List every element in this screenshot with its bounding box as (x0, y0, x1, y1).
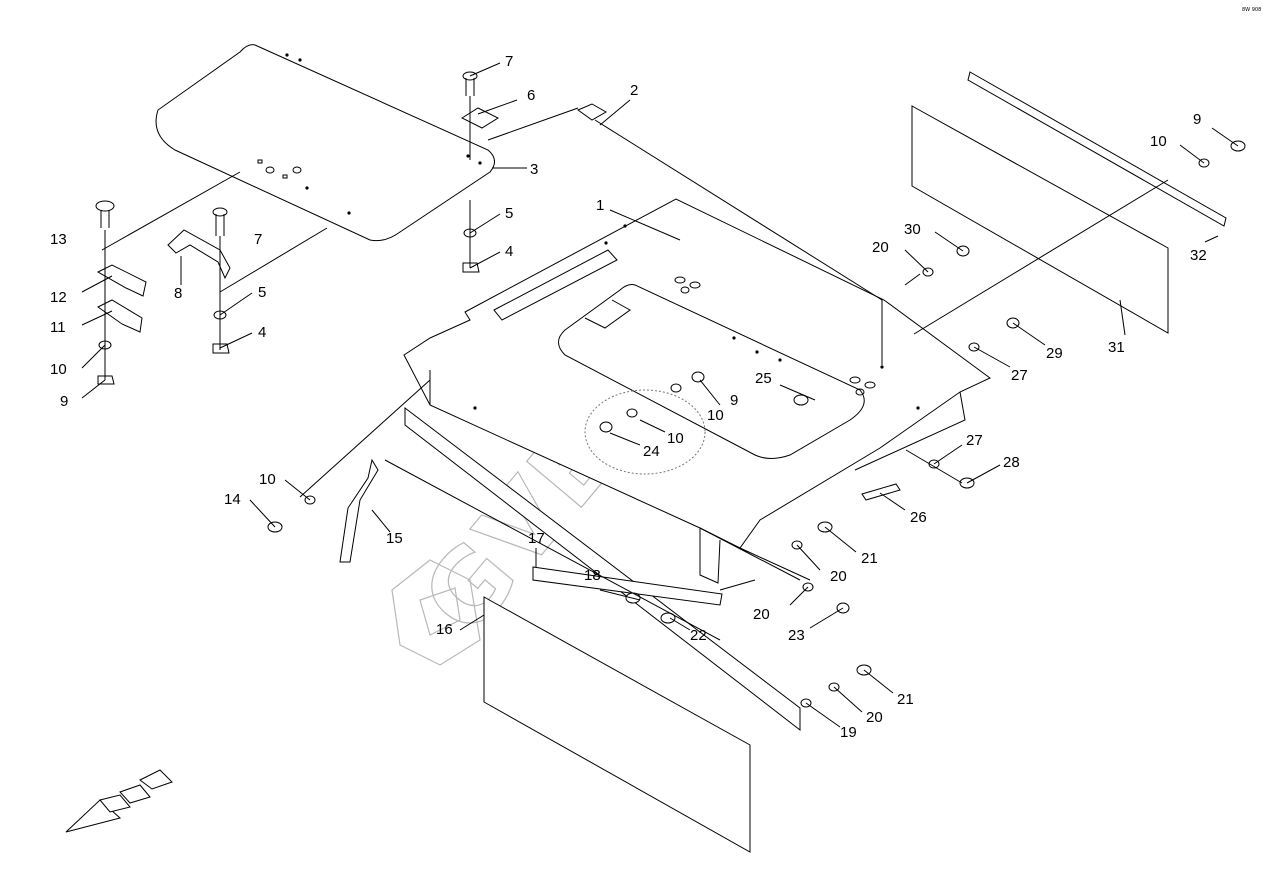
callout-7b: 7 (254, 231, 262, 248)
callout-21b: 21 (897, 691, 914, 708)
callout-10c: 10 (707, 407, 724, 424)
callout-28: 28 (1003, 454, 1020, 471)
callout-32: 32 (1190, 247, 1207, 264)
callout-10e: 10 (1150, 133, 1167, 150)
part-15-bracket (339, 458, 379, 563)
callout-22: 22 (690, 627, 707, 644)
part-31-rear-panel (911, 105, 1169, 334)
fastener-stack-left (97, 340, 115, 385)
callout-5: 5 (505, 205, 513, 222)
callout-8: 8 (174, 285, 182, 302)
callout-20b: 20 (830, 568, 847, 585)
callout-15: 15 (386, 530, 403, 547)
callout-14: 14 (224, 491, 241, 508)
part-17-front-rail (404, 406, 801, 732)
callout-13: 13 (50, 231, 67, 248)
part-32-rear-strip (967, 71, 1227, 227)
highlight-ellipse (584, 389, 706, 475)
part-26-shim (861, 483, 901, 501)
callout-18: 18 (584, 567, 601, 584)
callout-27: 27 (1011, 367, 1028, 384)
part-8-handle (167, 229, 231, 280)
callout-5b: 5 (258, 284, 266, 301)
part-11-latch-plate (97, 299, 143, 333)
callout-labels: 1 2 3 4 4 5 5 6 7 7 8 9 9 9 10 10 10 10 … (50, 53, 1207, 741)
callout-24: 24 (643, 443, 660, 460)
fastener-stack-top (462, 228, 480, 273)
part-12-latch-plate (96, 264, 147, 297)
callout-20d: 20 (866, 709, 883, 726)
part-6-hinge (460, 107, 500, 129)
callout-20: 20 (872, 239, 889, 256)
leader-lines (81, 62, 1239, 728)
callout-10: 10 (50, 361, 67, 378)
callout-7: 7 (505, 53, 513, 70)
part-13-carriage-bolt (95, 200, 115, 228)
callout-23: 23 (788, 627, 805, 644)
callout-9c: 9 (1193, 111, 1201, 128)
callout-10b: 10 (259, 471, 276, 488)
callout-9b: 9 (730, 392, 738, 409)
callout-12: 12 (50, 289, 67, 306)
callout-16: 16 (436, 621, 453, 638)
callout-29: 29 (1046, 345, 1063, 362)
callout-4b: 4 (258, 324, 266, 341)
callout-9: 9 (60, 393, 68, 410)
part-7-bolt-lower (212, 207, 228, 236)
callout-10d: 10 (667, 430, 684, 447)
callout-27b: 27 (966, 432, 983, 449)
corner-code: 8W 908 (1242, 7, 1261, 13)
callout-11: 11 (50, 319, 66, 336)
direction-arrow-icon (65, 769, 173, 833)
callout-20c: 20 (753, 606, 770, 623)
callout-19: 19 (840, 724, 857, 741)
callout-2: 2 (630, 82, 638, 99)
callout-17: 17 (528, 530, 545, 547)
callout-4: 4 (505, 243, 513, 260)
callout-6: 6 (527, 87, 535, 104)
callout-26: 26 (910, 509, 927, 526)
callout-1: 1 (596, 197, 604, 214)
callout-25: 25 (755, 370, 772, 387)
watermark-logo (391, 559, 481, 666)
callout-31: 31 (1108, 339, 1125, 356)
part-3-lid-panel (155, 44, 495, 242)
callout-30: 30 (904, 221, 921, 238)
part-16-front-panel (483, 596, 751, 853)
callout-21: 21 (861, 550, 878, 567)
fastener-stack-mid (212, 310, 230, 354)
part-2-bracket (576, 103, 608, 121)
part-17-bar (532, 566, 723, 606)
callout-3: 3 (530, 161, 538, 178)
